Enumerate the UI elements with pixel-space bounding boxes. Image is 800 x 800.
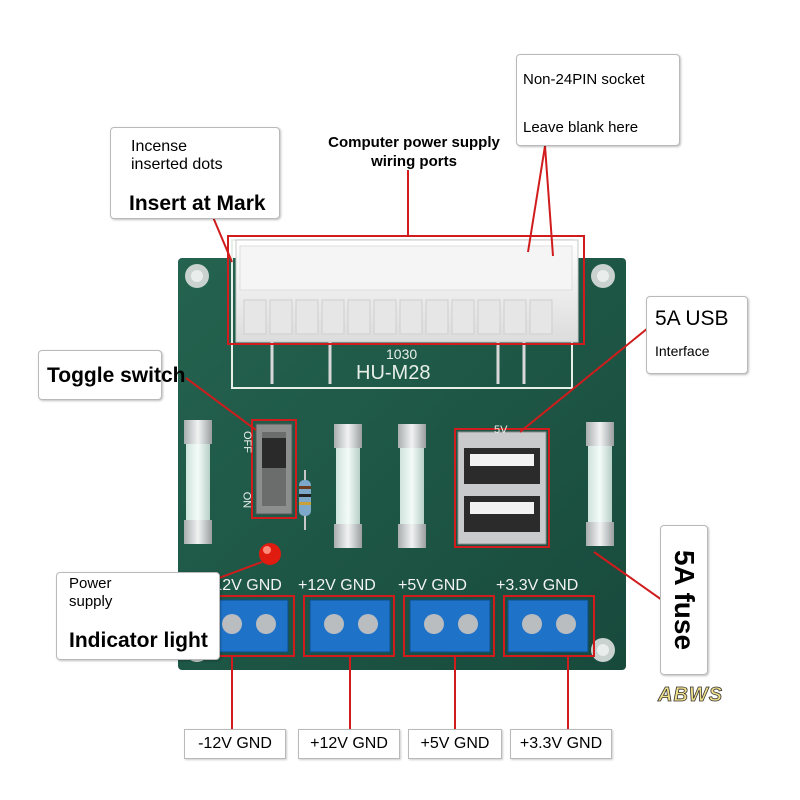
- non24pin-line2: Leave blank here: [523, 119, 639, 136]
- model-name: HU-M28: [356, 362, 431, 384]
- incense-line1: Incense: [131, 138, 188, 155]
- wiring-title: Computer power supply wiring ports: [328, 134, 500, 170]
- rail-label-minus12: -12V GND: [208, 577, 282, 594]
- switch-off-label: OFF: [241, 431, 253, 453]
- toggle-switch: [255, 423, 293, 515]
- power-line1: Power: [69, 575, 112, 592]
- usb-ports: [457, 431, 547, 545]
- switch-on-label: ON: [240, 491, 253, 509]
- incense-line2: inserted dots: [131, 156, 223, 173]
- terminal-blocks: [207, 599, 589, 653]
- rail-label-plus12: +12V GND: [298, 577, 376, 594]
- model-number: 1030: [386, 346, 418, 362]
- usb-line2: Interface: [655, 343, 710, 359]
- resistor: [299, 470, 311, 530]
- fuse-callout: 5A fuse: [660, 525, 708, 675]
- power-indicator-callout: Power supply Indicator light: [56, 572, 220, 660]
- bottom-label-plus33: +3.3V GND: [510, 729, 612, 759]
- bottom-label-minus12-text: -12V GND: [198, 735, 272, 752]
- usb-marking: 5V: [494, 424, 508, 436]
- indicator-light-label: Indicator light: [69, 629, 208, 652]
- power-led: [259, 543, 281, 565]
- leader-lines: [159, 145, 663, 729]
- incense-callout: Incense inserted dots Insert at Mark: [110, 127, 280, 219]
- toggle-switch-callout: Toggle switch: [38, 350, 185, 400]
- fuse-label: 5A fuse: [669, 549, 700, 651]
- toggle-switch-label: Toggle switch: [47, 364, 186, 387]
- atx-connector: [235, 239, 579, 384]
- fuses: [184, 420, 614, 548]
- rail-label-plus5: +5V GND: [398, 577, 467, 594]
- non24pin-line1: Non-24PIN socket: [523, 71, 645, 88]
- bottom-label-plus12: +12V GND: [298, 729, 400, 759]
- bottom-label-plus12-text: +12V GND: [310, 735, 388, 752]
- bottom-label-minus12: -12V GND: [184, 729, 286, 759]
- power-line2: supply: [69, 593, 113, 610]
- usb-callout: 5A USB Interface: [646, 296, 748, 374]
- wiring-ports-title: Computer power supply wiring ports: [316, 133, 512, 171]
- bottom-label-plus5: +5V GND: [408, 729, 502, 759]
- bottom-label-plus33-text: +3.3V GND: [519, 735, 603, 752]
- bottom-label-plus5-text: +5V GND: [420, 735, 490, 752]
- watermark: ABWS: [658, 684, 724, 707]
- usb-line1: 5A USB: [655, 307, 729, 330]
- non24pin-callout: Non-24PIN socket Leave blank here: [516, 54, 680, 146]
- insert-at-mark-label: Insert at Mark: [129, 192, 266, 215]
- rail-label-plus33: +3.3V GND: [496, 577, 579, 594]
